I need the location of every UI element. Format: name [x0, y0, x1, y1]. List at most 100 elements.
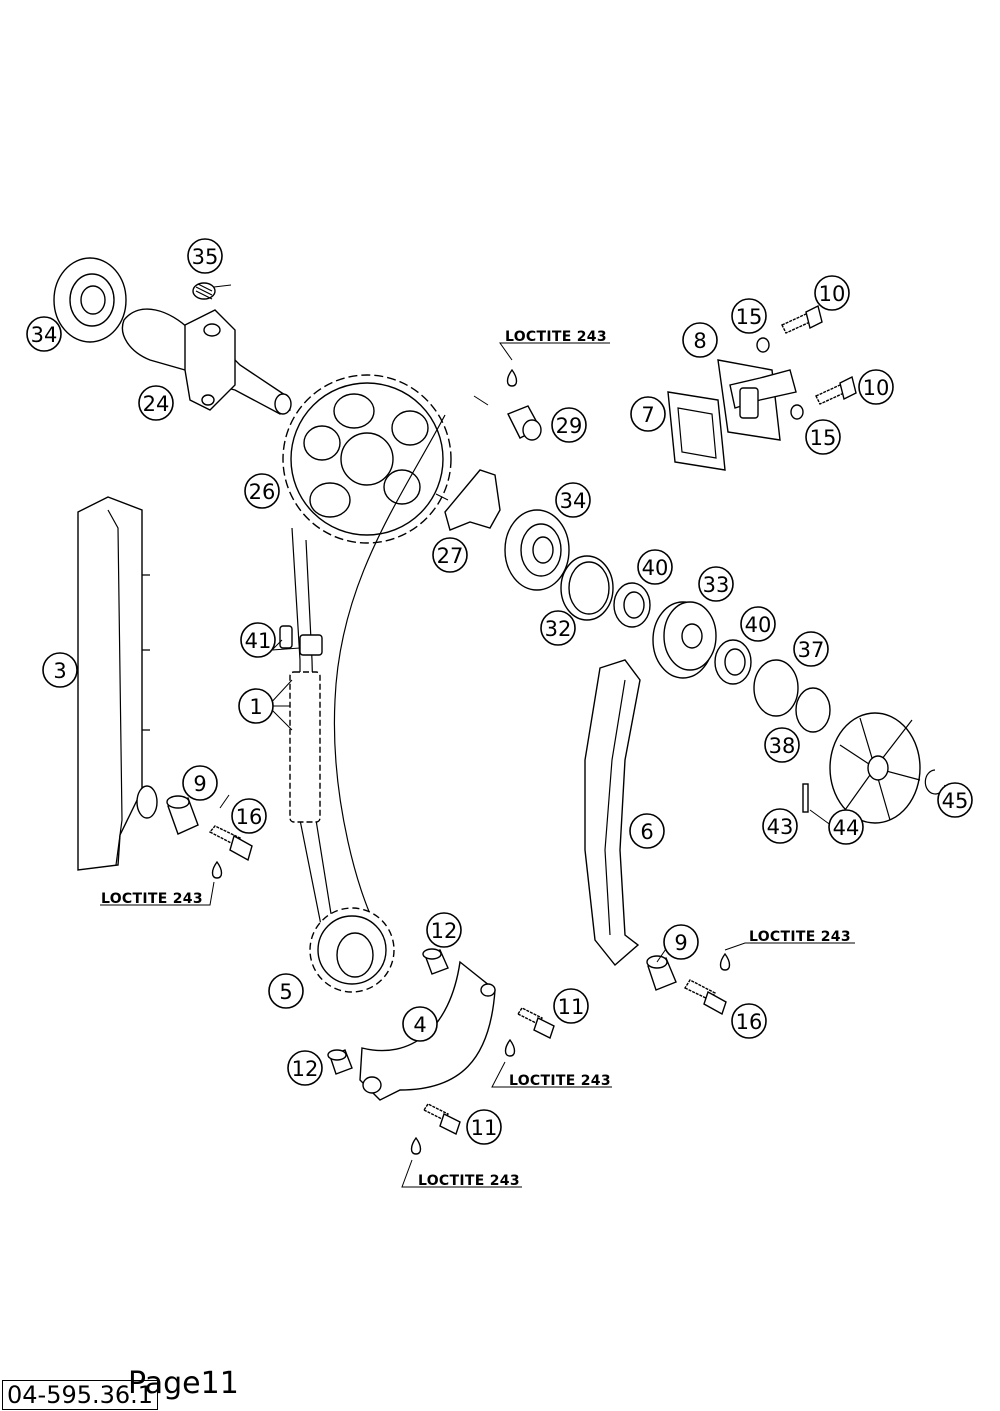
- spring: [192, 282, 232, 300]
- bushing-right: [646, 955, 677, 991]
- screw-11-bottom: [422, 1103, 461, 1135]
- callout-circle: [762, 808, 798, 844]
- loctite-note: LOCTITE 243: [505, 329, 607, 345]
- callout-circle: [402, 1006, 438, 1042]
- callout-circle: [740, 606, 776, 642]
- callout-34: 34: [555, 482, 591, 518]
- callout-9: 9: [663, 924, 699, 960]
- document-code: 04-595.36.1: [2, 1380, 159, 1410]
- callout-circle: [731, 1003, 767, 1039]
- callout-16: 16: [231, 798, 267, 834]
- chain-link: [279, 625, 323, 656]
- callout-circle: [682, 322, 718, 358]
- callout-circle: [637, 549, 673, 585]
- callout-label: 12: [292, 1057, 319, 1081]
- callout-45: 45: [937, 782, 973, 818]
- callout-label: 16: [736, 1010, 763, 1034]
- callout-11: 11: [466, 1109, 502, 1145]
- callout-circle: [805, 419, 841, 455]
- callout-label: 40: [745, 613, 772, 637]
- o-ring-38: [795, 687, 831, 733]
- callout-41: 41: [240, 622, 276, 658]
- callout-label: 38: [769, 734, 796, 758]
- callout-29: 29: [551, 407, 587, 443]
- callout-circle: [731, 298, 767, 334]
- loctite-drop: [719, 952, 731, 971]
- bushing-left: [166, 795, 199, 835]
- callout-label: 33: [703, 573, 730, 597]
- loctite-note: LOCTITE 243: [101, 891, 203, 907]
- callout-circle: [555, 482, 591, 518]
- callout-circle: [858, 369, 894, 405]
- callout-label: 15: [810, 426, 837, 450]
- callout-circle: [698, 566, 734, 602]
- callout-label: 8: [693, 329, 706, 353]
- callout-label: 6: [640, 820, 653, 844]
- callout-35: 35: [187, 238, 223, 274]
- callout-label: 4: [413, 1013, 426, 1037]
- bearing-right: [504, 509, 570, 591]
- screw-right: [683, 979, 727, 1016]
- washer-15-bottom: [790, 404, 804, 420]
- loctite-note: LOCTITE 243: [509, 1073, 611, 1089]
- callout-circle: [828, 809, 864, 845]
- callout-label: 34: [31, 323, 58, 347]
- callout-label: 35: [192, 245, 219, 269]
- callout-6: 6: [629, 813, 665, 849]
- callout-label: 41: [245, 629, 272, 653]
- callout-label: 26: [249, 480, 276, 504]
- bearing-40-left: [613, 582, 651, 628]
- callout-12: 12: [287, 1050, 323, 1086]
- pulley: [652, 601, 717, 679]
- callout-circle: [432, 537, 468, 573]
- plug-screw: [473, 395, 542, 441]
- callout-label: 3: [53, 659, 66, 683]
- callout-38: 38: [764, 727, 800, 763]
- chain-guide-rail: [77, 496, 158, 871]
- callout-8: 8: [682, 322, 718, 358]
- callout-label: 34: [560, 489, 587, 513]
- callout-label: 11: [558, 995, 585, 1019]
- page-label: Page11: [128, 1366, 239, 1401]
- callout-label: 43: [767, 815, 794, 839]
- callout-label: 10: [819, 282, 846, 306]
- callout-label: 45: [942, 789, 969, 813]
- callout-circle: [540, 610, 576, 646]
- water-pump-impeller: [829, 712, 921, 824]
- callout-40: 40: [637, 549, 673, 585]
- crankshaft-sprocket: [309, 907, 395, 993]
- loctite-note: LOCTITE 243: [749, 929, 851, 945]
- callout-44: 44: [828, 809, 864, 845]
- callout-27: 27: [432, 537, 468, 573]
- callout-label: 24: [143, 392, 170, 416]
- callout-circle: [138, 385, 174, 421]
- leader-lines: [100, 342, 858, 1188]
- tensioner-rail: [584, 659, 641, 967]
- callout-label: 12: [431, 919, 458, 943]
- callout-circle: [553, 988, 589, 1024]
- callout-circle: [238, 688, 274, 724]
- callout-circle: [268, 973, 304, 1009]
- callout-label: 37: [798, 638, 825, 662]
- callout-label: 1: [249, 695, 262, 719]
- camshaft-sprocket: [282, 374, 452, 544]
- callout-circle: [630, 396, 666, 432]
- callout-34: 34: [26, 316, 62, 352]
- callout-10: 10: [858, 369, 894, 405]
- callout-circle: [244, 473, 280, 509]
- callout-26: 26: [244, 473, 280, 509]
- callout-label: 15: [736, 305, 763, 329]
- callout-label: 27: [437, 544, 464, 568]
- callout-label: 40: [642, 556, 669, 580]
- camshaft: [121, 308, 292, 415]
- callout-circle: [937, 782, 973, 818]
- callout-11: 11: [553, 988, 589, 1024]
- callout-10: 10: [814, 275, 850, 311]
- shim: [560, 555, 614, 621]
- callout-3: 3: [42, 652, 78, 688]
- callout-5: 5: [268, 973, 304, 1009]
- screw-10-top: [781, 304, 823, 334]
- o-ring-37: [753, 659, 799, 717]
